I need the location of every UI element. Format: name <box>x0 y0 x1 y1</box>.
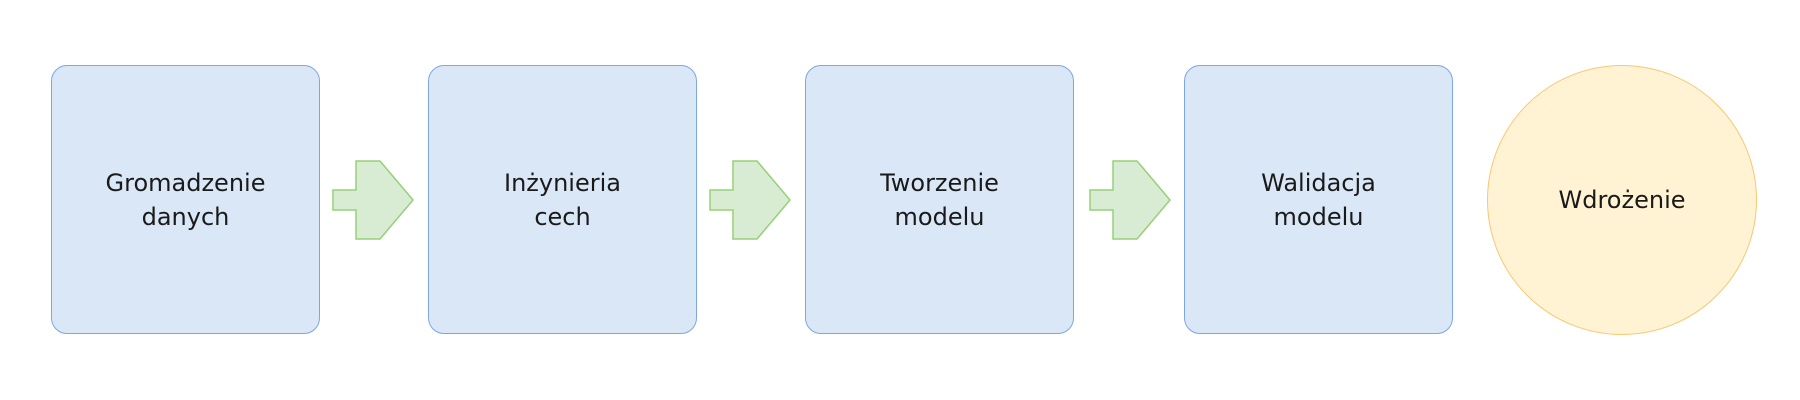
step-label-line-2: cech <box>534 202 591 231</box>
step-label-line-1: Gromadzenie <box>105 168 266 197</box>
step-circle-deployment: Wdrożenie <box>1487 65 1757 335</box>
step-label-line-1: Inżynieria <box>504 168 621 197</box>
arrow-right-icon <box>1089 160 1171 240</box>
step-label: Inżynieria cech <box>443 166 683 234</box>
step-box-model-validation: Walidacja modelu <box>1184 65 1453 334</box>
step-label-line-1: Walidacja <box>1261 168 1376 197</box>
step-box-data-collection: Gromadzenie danych <box>51 65 320 334</box>
arrow-right-icon <box>709 160 791 240</box>
step-label-line-1: Tworzenie <box>880 168 999 197</box>
step-label: Tworzenie modelu <box>820 166 1060 234</box>
step-label-line-2: modelu <box>1273 202 1364 231</box>
step-label: Walidacja modelu <box>1199 166 1439 234</box>
step-label-line-2: danych <box>141 202 230 231</box>
step-box-model-building: Tworzenie modelu <box>805 65 1074 334</box>
step-label: Gromadzenie danych <box>66 166 306 234</box>
final-step-label: Wdrożenie <box>1558 186 1686 214</box>
step-box-feature-engineering: Inżynieria cech <box>428 65 697 334</box>
arrow-right-icon <box>332 160 414 240</box>
step-label-line-2: modelu <box>894 202 985 231</box>
